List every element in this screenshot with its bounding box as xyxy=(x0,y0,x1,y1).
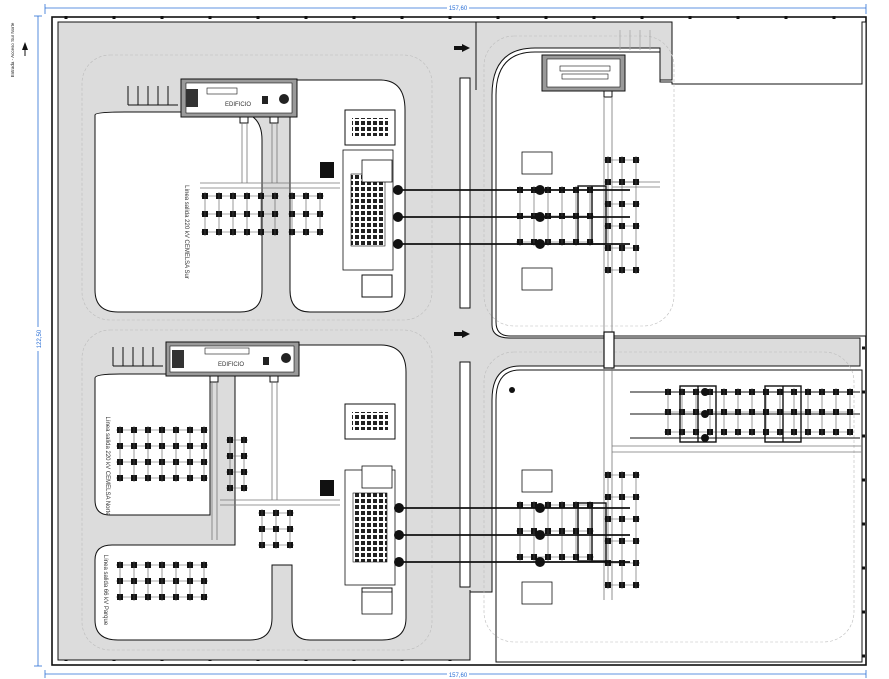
median-strip-lower xyxy=(459,361,471,588)
bushing xyxy=(535,530,545,540)
bushing xyxy=(394,503,404,513)
line-label-2: Línea salida 220 kV CEMELSA Norte xyxy=(104,416,110,516)
control-building-north: EDIFICIO xyxy=(180,78,298,124)
line-label-1: Línea salida 220 kV CEMELSA Sur xyxy=(183,185,189,279)
equipment-box xyxy=(521,581,553,605)
perimeter-post xyxy=(784,16,788,19)
north-arrow-icon xyxy=(22,42,28,56)
reactor-core xyxy=(352,118,388,136)
bushing xyxy=(535,503,545,513)
right-yard xyxy=(495,21,867,663)
transformer-core xyxy=(350,173,386,247)
line-label-3: Línea salida 66 kV Parque xyxy=(102,555,108,626)
perimeter-post xyxy=(688,16,692,19)
perimeter-post xyxy=(862,346,865,350)
median-strip-upper xyxy=(459,77,471,309)
perimeter-post xyxy=(862,566,865,570)
perimeter-post xyxy=(862,654,865,658)
perimeter-post xyxy=(64,16,68,19)
bushing xyxy=(701,434,709,442)
trench-crossing xyxy=(603,331,615,369)
perimeter-post xyxy=(862,434,865,438)
bottom-width-dimension: 157,60 xyxy=(449,673,468,679)
control-building-east xyxy=(541,54,626,98)
equipment-box xyxy=(361,465,393,489)
bushing xyxy=(394,557,404,567)
perimeter-post xyxy=(736,16,740,19)
perimeter-post xyxy=(400,16,404,19)
equipment-box xyxy=(521,151,553,175)
perimeter-post xyxy=(862,390,865,394)
building-label-south: EDIFICIO xyxy=(218,362,244,368)
bushing xyxy=(535,185,545,195)
bushing xyxy=(535,557,545,567)
building-label-north: EDIFICIO xyxy=(225,102,251,108)
bushing xyxy=(535,239,545,249)
perimeter-post xyxy=(832,16,836,19)
road-curbs xyxy=(81,35,855,651)
equipment-box xyxy=(521,469,553,493)
equipment-box xyxy=(361,591,393,615)
bushing xyxy=(535,212,545,222)
transmission-lines xyxy=(393,185,860,567)
bushing xyxy=(393,185,403,195)
perimeter-post xyxy=(448,16,452,19)
bushing xyxy=(394,530,404,540)
roads xyxy=(57,21,861,661)
foundation-pad xyxy=(361,274,393,298)
control-building-south: EDIFICIO xyxy=(165,341,300,383)
top-width-dimension: 157,60 xyxy=(449,6,468,12)
bushing xyxy=(393,212,403,222)
perimeter-post xyxy=(544,16,548,19)
auxiliary-unit xyxy=(320,480,334,496)
perimeter-post xyxy=(256,16,260,19)
perimeter-post xyxy=(862,522,865,526)
equipment-box xyxy=(521,267,553,291)
parking-stripes xyxy=(112,86,178,367)
perimeter-post xyxy=(352,16,356,19)
perimeter-post xyxy=(208,16,212,19)
entrance-arrow-icon xyxy=(454,44,470,338)
auxiliary-unit xyxy=(320,162,334,178)
bushing xyxy=(393,239,403,249)
perimeter-post xyxy=(304,16,308,19)
perimeter-post xyxy=(862,478,865,482)
perimeter-post xyxy=(862,610,865,614)
grounding-point xyxy=(509,387,515,393)
transformer-core xyxy=(352,492,388,563)
equipment-box xyxy=(361,159,393,183)
perimeter-post xyxy=(640,16,644,19)
perimeter-post xyxy=(496,16,500,19)
bushing xyxy=(701,410,709,418)
bushing xyxy=(701,388,709,396)
perimeter-post xyxy=(112,16,116,19)
perimeter-post xyxy=(592,16,596,19)
reactor-core xyxy=(352,412,388,430)
left-height-dimension: 122,50 xyxy=(37,329,43,348)
entrance-note: Entrada - Acceso Sur Norte xyxy=(10,22,15,77)
perimeter-post xyxy=(160,16,164,19)
